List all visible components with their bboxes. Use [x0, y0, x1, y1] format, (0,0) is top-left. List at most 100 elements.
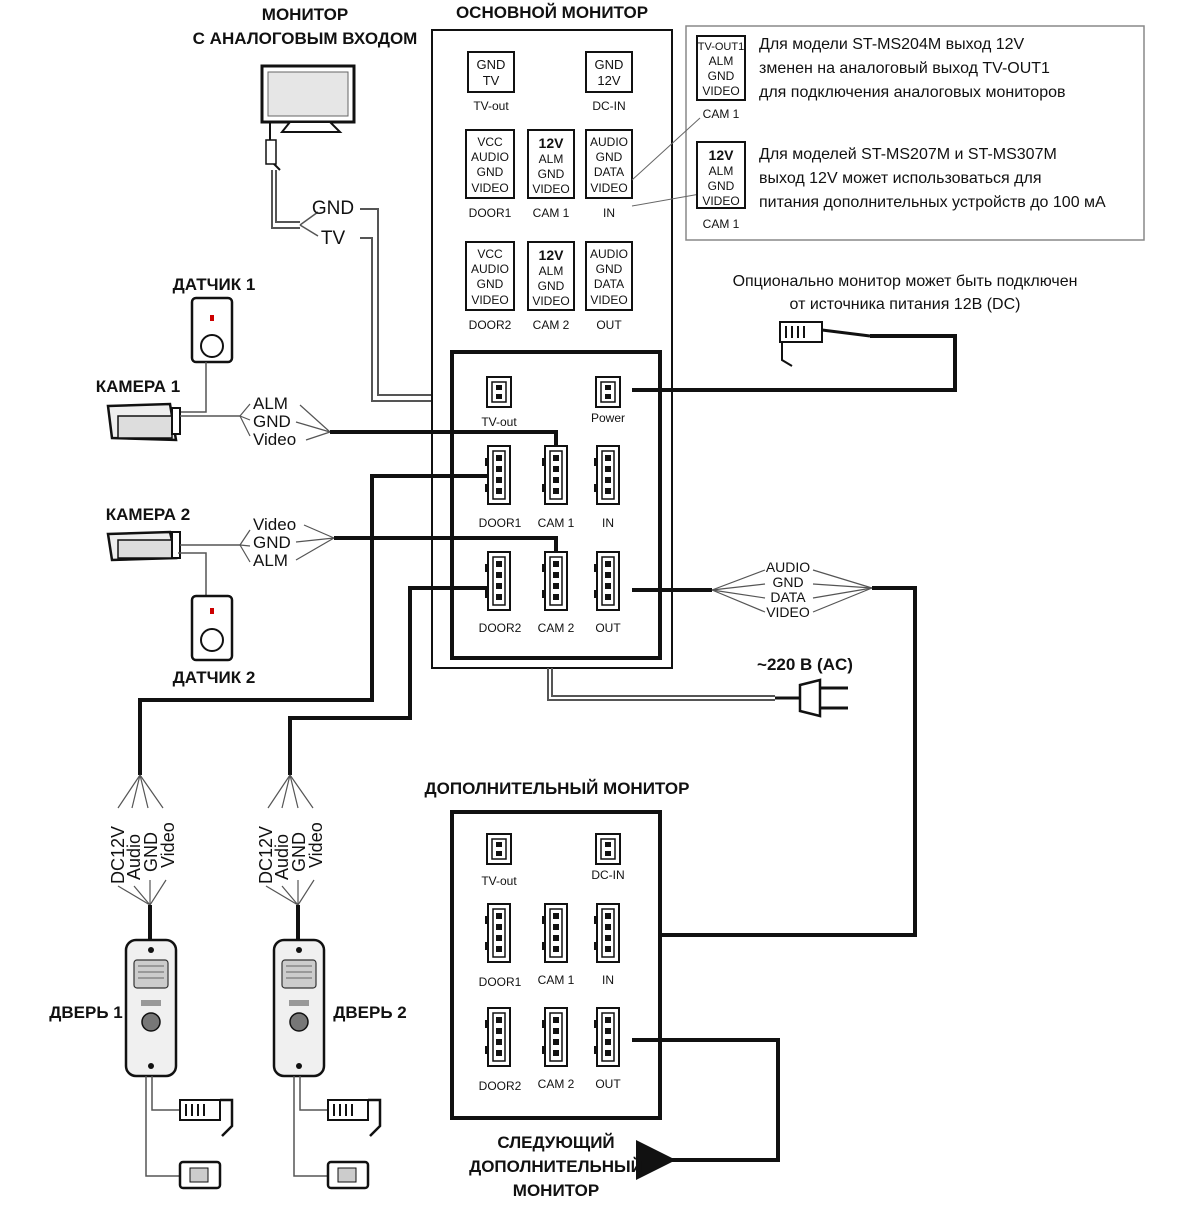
door1-connector — [484, 445, 511, 505]
note2-line2: выход 12V может использоваться для — [759, 170, 1041, 187]
svg-text:12V: 12V — [539, 247, 565, 263]
svg-text:Power: Power — [591, 411, 625, 425]
power-note-line1: Опционально монитор может быть подключен — [733, 273, 1078, 290]
in-connector — [593, 445, 620, 505]
tv-monitor-icon — [260, 64, 356, 171]
extra-dc-in-connector — [595, 833, 621, 865]
out-wire-video: VIDEO — [766, 604, 810, 620]
svg-text:CAM 2: CAM 2 — [538, 621, 575, 635]
svg-text:CAM 1: CAM 1 — [538, 973, 575, 987]
tv-label: TV — [321, 228, 346, 249]
sensor2: ДАТЧИК 2 — [173, 552, 255, 687]
camera2-wire-alm: ALM — [253, 551, 288, 570]
camera1: КАМЕРА 1 ALM GND Video — [96, 377, 558, 449]
svg-text:GND: GND — [708, 69, 735, 83]
svg-text:IN: IN — [602, 516, 614, 530]
svg-text:12V: 12V — [539, 135, 565, 151]
svg-text:12V: 12V — [709, 147, 735, 163]
extra-door2-connector — [484, 1007, 511, 1067]
camera2-wire-gnd: GND — [253, 533, 291, 552]
pinout-door2-label: DOOR2 — [469, 318, 512, 332]
svg-text:TV-OUT1: TV-OUT1 — [698, 41, 744, 53]
svg-text:GND: GND — [596, 150, 623, 164]
door2-wire-audio: Audio — [272, 834, 292, 880]
sensor1: ДАТЧИК 1 — [173, 275, 255, 413]
out-wire-audio: AUDIO — [766, 559, 810, 575]
extra-cam2-connector — [541, 1007, 568, 1067]
note2-line3: питания дополнительных устройств до 100 … — [759, 194, 1106, 211]
ac-label: ~220 В (AC) — [757, 655, 853, 674]
note2-pinout: 12V ALM GND VIDEO CAM 1 — [696, 141, 746, 231]
svg-text:GND: GND — [538, 279, 565, 293]
svg-text:DATA: DATA — [594, 277, 624, 291]
svg-text:CAM 1: CAM 1 — [703, 217, 740, 231]
svg-text:VIDEO: VIDEO — [532, 182, 569, 196]
door2-wire-video: Video — [306, 822, 326, 868]
svg-text:VIDEO: VIDEO — [702, 84, 739, 98]
door1-wire-dc12v: DC12V — [108, 826, 128, 884]
door1-lock-icon — [178, 1160, 222, 1190]
pinout-in: AUDIO GND DATA VIDEO IN — [585, 129, 633, 220]
next-monitor-line2: ДОПОЛНИТЕЛЬНЫЙ — [469, 1157, 643, 1176]
pinout-tv-out-label: TV-out — [473, 99, 509, 113]
door2-panel: ДВЕРЬ 2 — [272, 938, 407, 1190]
svg-text:AUDIO: AUDIO — [471, 262, 509, 276]
svg-text:VIDEO: VIDEO — [702, 194, 739, 208]
out-cable: AUDIO GND DATA VIDEO — [632, 559, 917, 937]
svg-text:ALM: ALM — [709, 54, 734, 68]
note2-line1: Для моделей ST-MS207M и ST-MS307M — [759, 146, 1057, 163]
next-monitor-link: СЛЕДУЮЩИЙ ДОПОЛНИТЕЛЬНЫЙ МОНИТОР — [469, 1038, 780, 1200]
svg-text:GND: GND — [477, 57, 506, 72]
svg-text:OUT: OUT — [595, 621, 621, 635]
notes-box: TV-OUT1 ALM GND VIDEO CAM 1 Для модели S… — [631, 25, 1145, 241]
extra-cam1-connector — [541, 903, 568, 963]
pinout-door1: VCC AUDIO GND VIDEO DOOR1 — [465, 129, 515, 220]
pinout-dc-in: GND 12V DC-IN — [585, 51, 633, 113]
svg-text:VCC: VCC — [477, 135, 503, 149]
camera1-wire-video: Video — [253, 430, 296, 449]
extra-monitor: ДОПОЛНИТЕЛЬНЫЙ МОНИТОР TV-out DC-IN DOOR… — [425, 779, 690, 1120]
svg-text:DC-IN: DC-IN — [591, 868, 624, 882]
power-note-line2: от источника питания 12В (DC) — [790, 296, 1021, 313]
pinout-cam1-label: CAM 1 — [533, 206, 570, 220]
out-wire-gnd: GND — [772, 574, 803, 590]
svg-text:DOOR2: DOOR2 — [479, 1079, 522, 1093]
svg-text:GND: GND — [596, 262, 623, 276]
door1-panel: ДВЕРЬ 1 — [49, 938, 234, 1190]
note1-line3: для подключения аналоговых мониторов — [759, 84, 1066, 101]
pinout-out-label: OUT — [596, 318, 622, 332]
svg-text:TV-out: TV-out — [481, 415, 517, 429]
tv-out-connector — [486, 376, 512, 408]
svg-text:VIDEO: VIDEO — [532, 294, 569, 308]
cam1-connector — [541, 445, 568, 505]
cam2-connector — [541, 551, 568, 611]
door1-dc-plug-icon — [179, 1098, 234, 1137]
svg-text:DATA: DATA — [594, 165, 624, 179]
door2-title: ДВЕРЬ 2 — [333, 1003, 406, 1022]
camera1-wire-gnd: GND — [253, 412, 291, 431]
svg-text:DOOR1: DOOR1 — [479, 975, 522, 989]
svg-text:VIDEO: VIDEO — [471, 181, 508, 195]
door1-cable: DC12V Audio GND Video — [108, 474, 488, 940]
svg-text:DOOR2: DOOR2 — [479, 621, 522, 635]
door2-wire-gnd: GND — [289, 832, 309, 872]
door1-title: ДВЕРЬ 1 — [49, 1003, 122, 1022]
analog-monitor-title-line1: МОНИТОР — [262, 5, 348, 24]
door2-lock-icon — [326, 1160, 370, 1190]
extra-monitor-title: ДОПОЛНИТЕЛЬНЫЙ МОНИТОР — [425, 779, 690, 798]
extra-tv-out-connector — [486, 833, 512, 865]
svg-text:GND: GND — [595, 57, 624, 72]
extra-connector-panel — [450, 810, 662, 1120]
door2-connector — [484, 551, 511, 611]
pinout-in-label: IN — [603, 206, 615, 220]
svg-text:CAM 1: CAM 1 — [703, 107, 740, 121]
ac-plug-icon — [775, 678, 848, 718]
camera2-wire-video: Video — [253, 515, 296, 534]
door1-wire-video: Video — [158, 822, 178, 868]
svg-text:CAM 2: CAM 2 — [538, 1077, 575, 1091]
pinout-door1-label: DOOR1 — [469, 206, 512, 220]
svg-text:TV-out: TV-out — [481, 874, 517, 888]
note1-pinout: TV-OUT1 ALM GND VIDEO CAM 1 — [696, 35, 746, 121]
svg-text:12V: 12V — [597, 73, 620, 88]
